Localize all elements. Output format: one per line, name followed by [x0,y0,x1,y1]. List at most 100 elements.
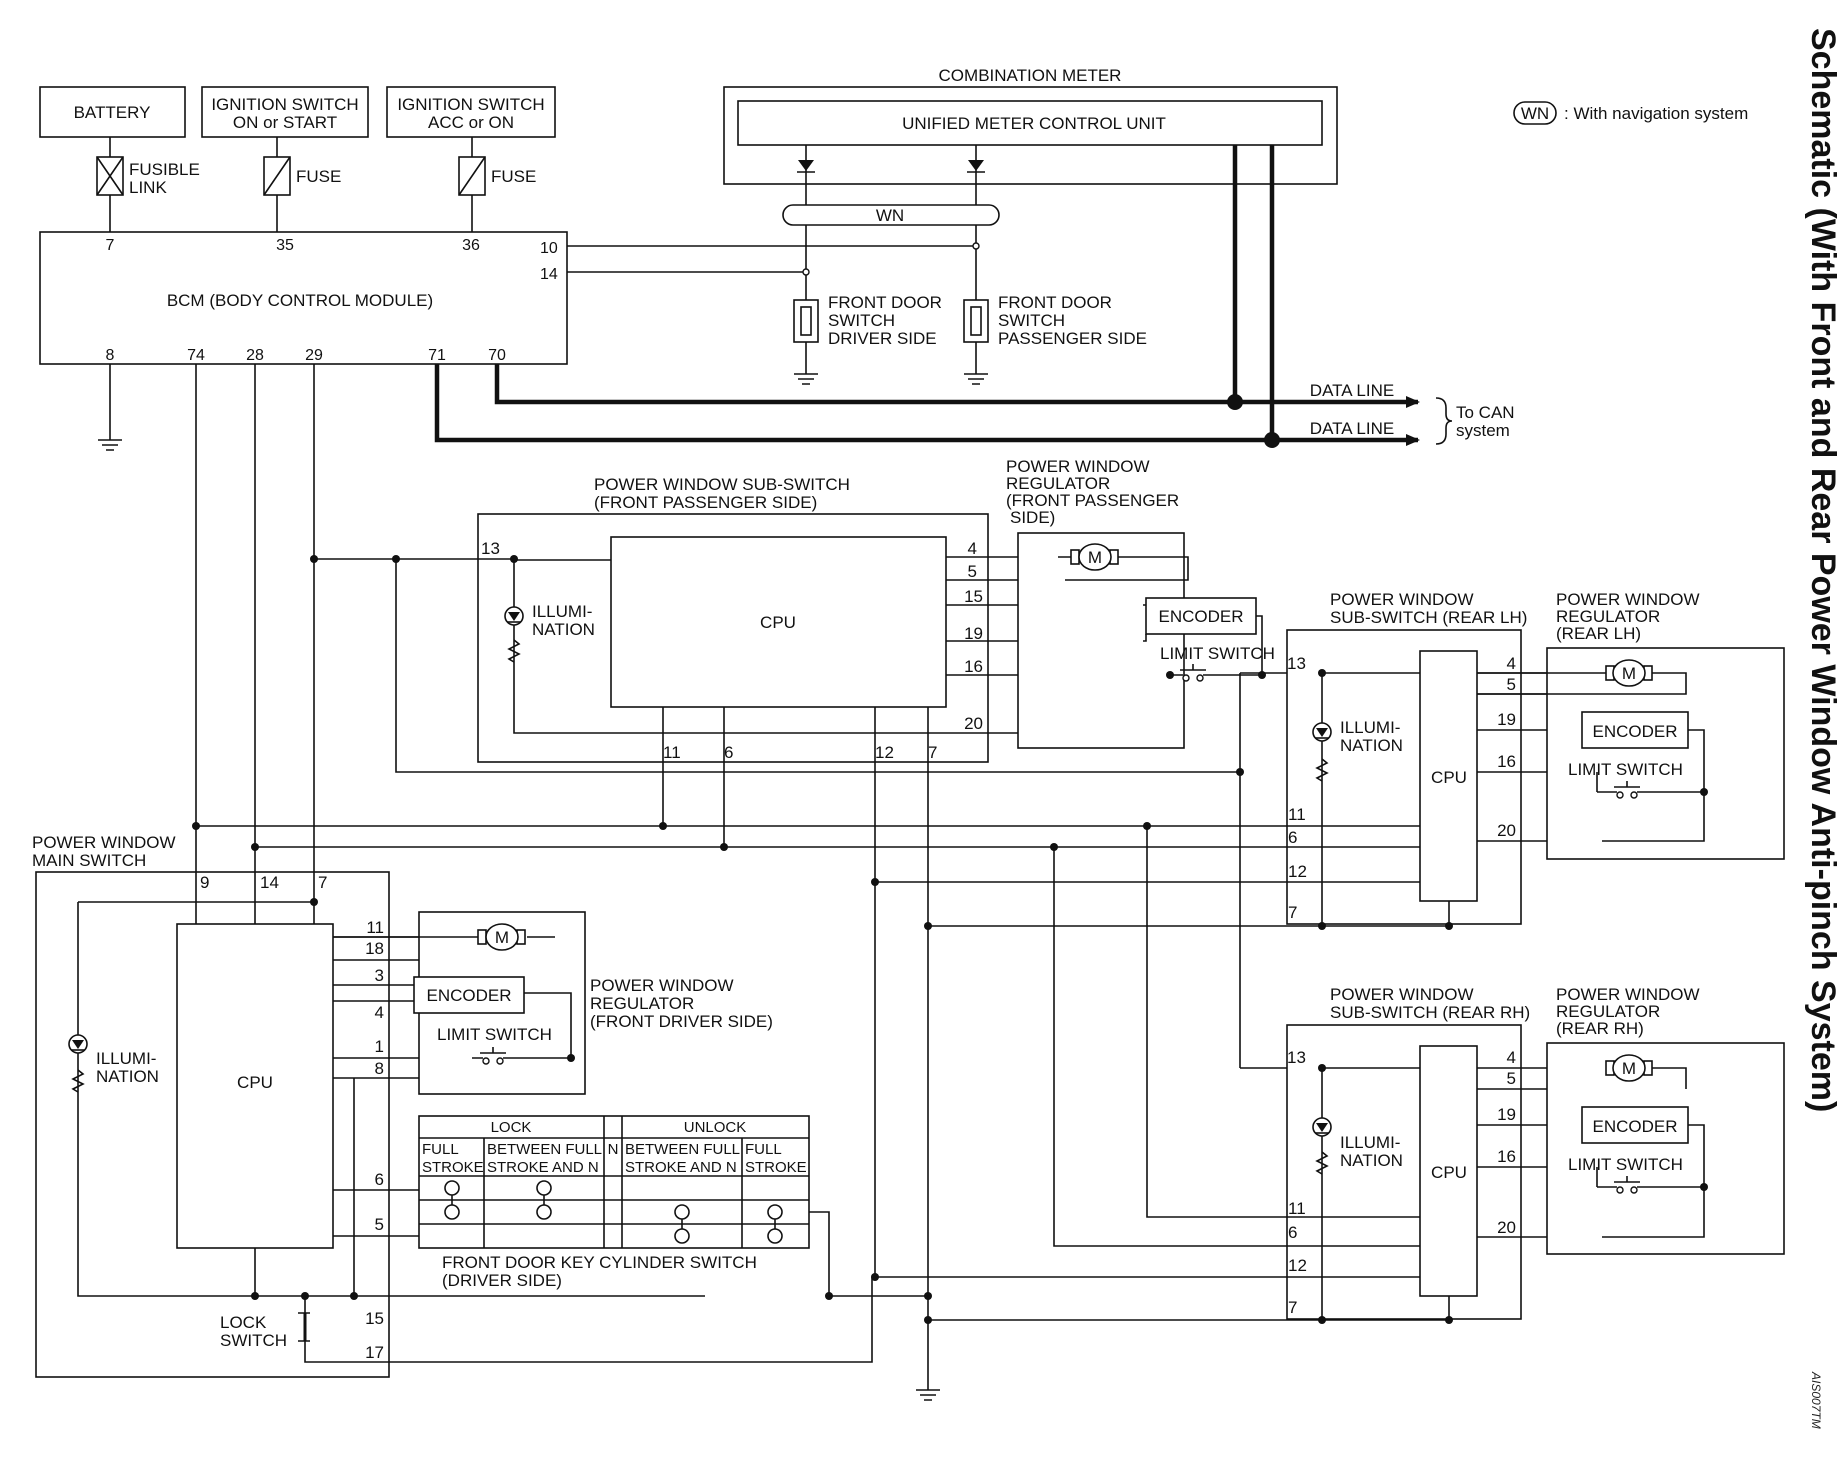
svg-text:STROKE: STROKE [422,1159,484,1176]
svg-text:9: 9 [200,873,209,892]
svg-text:36: 36 [462,237,480,254]
svg-text:11: 11 [663,743,681,762]
illumination-led-icon [1312,1117,1332,1175]
svg-text:7: 7 [318,873,327,892]
regulator-front-passenger-label-3: (FRONT PASSENGER [1006,491,1179,510]
illumination-label: ILLUMI- [532,602,592,621]
fusible-link-icon [96,156,124,196]
regulator-rear-lh-label: POWER WINDOW [1556,590,1700,609]
illumination-label-2: NATION [1340,736,1403,755]
svg-text:7: 7 [106,237,115,254]
fuse-icon [263,156,291,196]
schematic-title: Schematic (With Front and Rear Power Win… [1804,28,1842,1112]
fuse-label-2: FUSE [491,167,536,186]
wn-legend-badge: WN [1521,104,1549,123]
svg-text:STROKE AND N: STROKE AND N [487,1159,599,1176]
limit-switch-icon [1169,664,1262,682]
motor-icon: M [1605,659,1653,687]
svg-text:IGNITION SWITCH: IGNITION SWITCH [397,95,544,114]
svg-text:12: 12 [1288,1256,1307,1275]
combination-meter-box: UNIFIED METER CONTROL UNIT [723,86,1338,185]
ground-icon [98,364,122,451]
figure-stamp: AIS007TM [1809,1371,1823,1429]
illumination-label: ILLUMI- [1340,1133,1400,1152]
encoder-box: ENCODER [1581,711,1689,749]
svg-text:11: 11 [366,918,384,937]
svg-text:14: 14 [260,873,279,892]
svg-text:WN: WN [876,206,904,225]
svg-text:ON or START: ON or START [233,113,337,132]
svg-text:4: 4 [1507,1048,1516,1067]
svg-text:28: 28 [246,347,264,364]
cpu-label: CPU [1431,1163,1467,1182]
regulator-driver-label-2: REGULATOR [590,994,694,1013]
regulator-rear-rh-label: POWER WINDOW [1556,985,1700,1004]
limit-switch-icon [472,1047,571,1065]
ground-icon [916,1389,940,1401]
regulator-driver-label-3: (FRONT DRIVER SIDE) [590,1012,773,1031]
sub-rear-rh-pins: 13 4 5 19 16 20 11 6 12 7 [1287,1048,1516,1317]
diode-icon [967,145,985,198]
svg-text:STROKE: STROKE [745,1159,807,1176]
limit-switch-label: LIMIT SWITCH [1160,644,1275,663]
svg-text:ENCODER: ENCODER [426,986,511,1005]
to-can-label: To CAN [1456,403,1515,422]
regulator-rear-rh-label-3: (REAR RH) [1556,1019,1644,1038]
limit-switch-icon [1597,781,1704,799]
sub-rear-lh-pins: 13 4 5 19 16 20 11 6 12 7 [1287,654,1516,922]
svg-text:13: 13 [1287,654,1306,673]
unified-meter-label: UNIFIED METER CONTROL UNIT [902,114,1166,133]
cpu-label: CPU [237,1073,273,1092]
data-line-junction [1227,394,1243,410]
svg-text:29: 29 [305,347,323,364]
door-switch-driver-icon [793,299,819,343]
svg-text:STROKE AND N: STROKE AND N [625,1159,737,1176]
sub-switch-rear-lh-label-2: SUB-SWITCH (REAR LH) [1330,608,1527,627]
svg-text:M: M [1622,1059,1636,1078]
svg-text:BETWEEN FULL: BETWEEN FULL [487,1141,602,1158]
svg-text:IGNITION SWITCH: IGNITION SWITCH [211,95,358,114]
door-switch-driver-label-3: DRIVER SIDE [828,329,937,348]
fuse-label-1: FUSE [296,167,341,186]
illumination-led-icon [504,606,524,663]
svg-text:M: M [495,928,509,947]
svg-text:FULL: FULL [422,1141,459,1158]
door-switch-passenger-icon [963,299,989,343]
svg-text:ACC or ON: ACC or ON [428,113,514,132]
door-switch-driver-label: FRONT DOOR [828,293,942,312]
main-switch-pins: 9 14 7 11 18 3 4 1 8 6 5 15 17 [200,873,384,1362]
svg-text:3: 3 [375,966,384,985]
lock-switch-icon [298,1312,310,1342]
sub-switch-front-passenger-label: POWER WINDOW SUB-SWITCH [594,475,850,494]
door-switch-passenger-label-2: SWITCH [998,311,1065,330]
key-cylinder-label: FRONT DOOR KEY CYLINDER SWITCH [442,1253,757,1272]
door-switch-passenger-label-3: PASSENGER SIDE [998,329,1147,348]
key-cylinder-switch-table: LOCK UNLOCK N FULL STROKE BETWEEN FULL S… [418,1115,810,1249]
diode-icon [797,145,815,198]
svg-text:4: 4 [1507,654,1516,673]
data-line-label-2: DATA LINE [1310,419,1394,438]
limit-switch-label: LIMIT SWITCH [437,1025,552,1044]
illumination-label-2: NATION [532,620,595,639]
combination-meter-label: COMBINATION METER [939,66,1122,85]
ground-icon [794,373,988,385]
svg-text:8: 8 [106,347,115,364]
svg-text:15: 15 [365,1309,384,1328]
svg-text:16: 16 [1497,1147,1516,1166]
svg-text:10: 10 [540,240,558,257]
svg-text:13: 13 [1287,1048,1306,1067]
encoder-box: ENCODER [1581,1106,1689,1144]
door-switch-passenger-label: FRONT DOOR [998,293,1112,312]
door-switch-driver-label-2: SWITCH [828,311,895,330]
svg-text:ENCODER: ENCODER [1158,607,1243,626]
svg-text:UNLOCK: UNLOCK [684,1119,747,1136]
svg-text:12: 12 [875,743,894,762]
svg-text:5: 5 [968,562,977,581]
cpu-label: CPU [1431,768,1467,787]
data-line-junction [1264,432,1280,448]
sub-switch-rear-lh-box [1286,629,1522,925]
illumination-label: ILLUMI- [1340,718,1400,737]
lock-switch-label: LOCK [220,1313,267,1332]
key-cylinder-label-2: (DRIVER SIDE) [442,1271,562,1290]
